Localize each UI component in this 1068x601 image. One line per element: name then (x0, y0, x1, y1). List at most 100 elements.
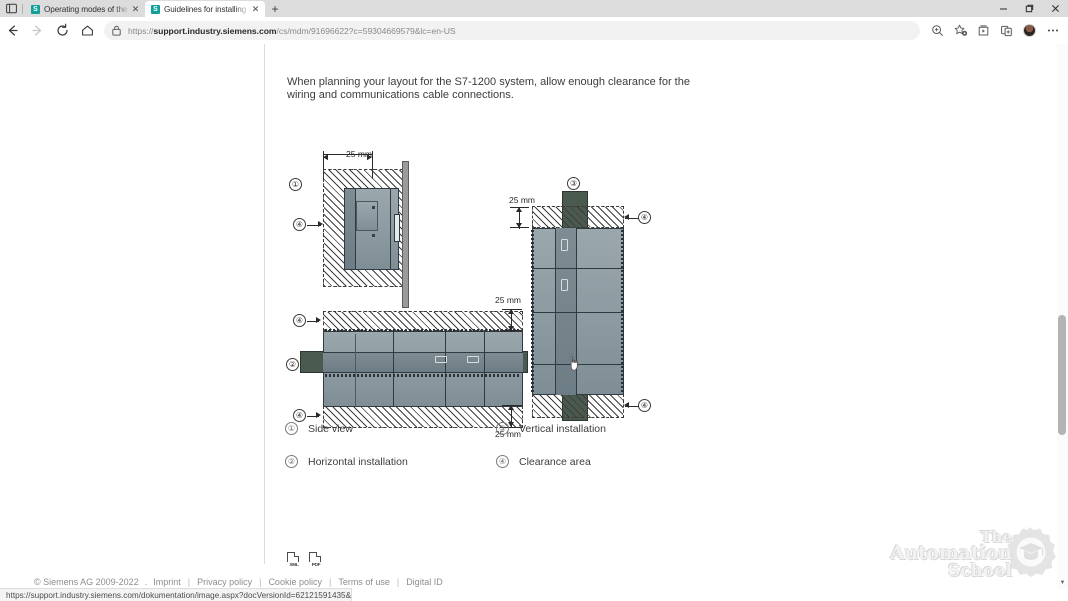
arrow-head-down (508, 326, 514, 331)
download-links: XML PDF (287, 552, 323, 567)
url-domain: support.industry.siemens.com (153, 25, 277, 36)
clearance-area-top-horizontal (323, 311, 523, 331)
intro-paragraph: When planning your layout for the S7-120… (287, 76, 690, 101)
legend-item-clearance-area: ④ Clearance area (496, 455, 591, 468)
window-controls (990, 0, 1068, 17)
browser-toolbar: https://support.industry.siemens.com/cs/… (0, 17, 1068, 44)
zoom-icon[interactable] (926, 19, 949, 42)
minimize-button[interactable] (990, 0, 1016, 17)
address-bar[interactable]: https://support.industry.siemens.com/cs/… (104, 21, 920, 40)
dimension-line-horizontal (323, 154, 373, 156)
dimension-label-25mm: 25 mm (495, 295, 521, 305)
pdf-download-icon[interactable]: PDF (309, 552, 323, 567)
callout-leader-line (625, 217, 639, 219)
arrow-head-down (508, 422, 514, 427)
content-divider (264, 44, 265, 564)
status-bar-link-preview: https://support.industry.siemens.com/dok… (0, 588, 352, 601)
footer-link-privacy-policy[interactable]: Privacy policy (197, 576, 253, 587)
figure-callout-1: ① (289, 178, 302, 191)
dimension-line-vertical (511, 309, 513, 332)
new-tab-button[interactable]: + (271, 2, 279, 16)
tab-strip-divider (22, 4, 23, 14)
pdf-label: PDF (309, 562, 323, 567)
din-rail-side (394, 214, 400, 242)
lock-icon (112, 25, 121, 36)
close-window-button[interactable] (1042, 0, 1068, 17)
module-column-vertical (532, 228, 624, 395)
mouse-cursor-pointer (569, 356, 580, 371)
module-connector-port (561, 239, 568, 251)
xml-download-icon[interactable]: XML (287, 552, 301, 567)
maximize-restore-button[interactable] (1016, 0, 1042, 17)
forward-button[interactable] (25, 18, 50, 43)
profile-avatar[interactable] (1018, 19, 1041, 42)
clearance-area-bottom-vertical (532, 394, 624, 418)
terminal-strip-bottom (325, 374, 521, 377)
scrollbar-thumb[interactable] (1058, 315, 1066, 435)
footer-link-terms-of-use[interactable]: Terms of use (338, 576, 390, 587)
page-footer: © Siemens AG 2009-2022 . Imprint | Priva… (0, 574, 1068, 589)
legend-item-vertical-installation: ③ Vertical installation (496, 422, 606, 435)
footer-dot: . (144, 576, 148, 587)
url-text: https://support.industry.siemens.com/cs/… (128, 26, 456, 36)
module-edge-left (344, 188, 356, 270)
figure-callout-2: ② (286, 358, 299, 371)
dimension-label-25mm: 25 mm (509, 195, 535, 205)
refresh-button[interactable] (50, 18, 75, 43)
vertical-scrollbar[interactable]: ▼ (1057, 44, 1068, 589)
url-scheme: https:// (128, 25, 154, 36)
figure-callout-4-vertical-top: ④ (638, 211, 651, 224)
callout-leader-line (307, 224, 321, 226)
dimension-tick (502, 427, 522, 429)
module-screw (372, 234, 375, 237)
callout-leader-line (307, 320, 319, 322)
avatar (1023, 24, 1036, 37)
callout-leader-line (625, 405, 639, 407)
tab-close-icon[interactable]: ✕ (131, 3, 140, 14)
module-seam (484, 331, 486, 407)
arrow-head-left (624, 214, 629, 220)
footer-separator: | (328, 576, 332, 587)
module-row-center-band (323, 352, 523, 373)
legend-label: Horizontal installation (308, 455, 408, 468)
terminal-strip-top (325, 329, 521, 332)
arrow-head-up (516, 207, 522, 212)
legend-row: ② Horizontal installation ④ Clearance ar… (285, 455, 705, 468)
tab-search-icon[interactable] (0, 0, 22, 17)
footer-link-digital-id[interactable]: Digital ID (406, 576, 443, 587)
figure-callout-4-vertical-bottom: ④ (638, 399, 651, 412)
installation-clearance-figure: ① 25 mm ④ ② (280, 106, 680, 439)
tab-operating-modes[interactable]: S Operating modes of the CPU - S ✕ (25, 1, 145, 17)
url-path: /cs/mdm/91696622?c=59304669579&lc=en-US (276, 25, 456, 36)
scrollbar-down-arrow-icon[interactable]: ▼ (1059, 580, 1066, 586)
dimension-tick (372, 151, 374, 179)
settings-more-icon[interactable] (1041, 19, 1064, 42)
browser-essentials-icon[interactable] (995, 19, 1018, 42)
fold-corner (294, 552, 299, 557)
module-seam (355, 334, 356, 407)
arrow-head-left (323, 153, 328, 160)
callout-leader-line (307, 415, 319, 417)
home-button[interactable] (75, 18, 100, 43)
arrow-head-right (318, 221, 323, 227)
footer-link-imprint[interactable]: Imprint (153, 576, 181, 587)
module-column-center-band (555, 228, 577, 395)
watermark-line-automation: Automation (890, 542, 1012, 565)
tab-strip: S Operating modes of the CPU - S ✕ S Gui… (0, 0, 1068, 17)
collections-icon[interactable] (972, 19, 995, 42)
dimension-line-vertical (519, 207, 521, 229)
tab-guidelines-installing[interactable]: S Guidelines for installing S7-1200 ✕ (145, 1, 265, 17)
back-button[interactable] (0, 18, 25, 43)
toolbar-actions (926, 19, 1068, 42)
tab-close-icon[interactable]: ✕ (251, 3, 260, 14)
siemens-favicon-icon: S (31, 4, 40, 14)
xml-label: XML (287, 562, 301, 567)
favorites-star-icon[interactable] (949, 19, 972, 42)
arrow-head-down (516, 223, 522, 228)
footer-link-cookie-policy[interactable]: Cookie policy (268, 576, 322, 587)
legend-item-side-view: ① Side view (285, 422, 496, 435)
figure-legend: ① Side view ③ Vertical installation ② Ho… (285, 422, 705, 488)
dimension-line-vertical (511, 405, 513, 428)
dimension-label-25mm: 25 mm (346, 149, 372, 159)
